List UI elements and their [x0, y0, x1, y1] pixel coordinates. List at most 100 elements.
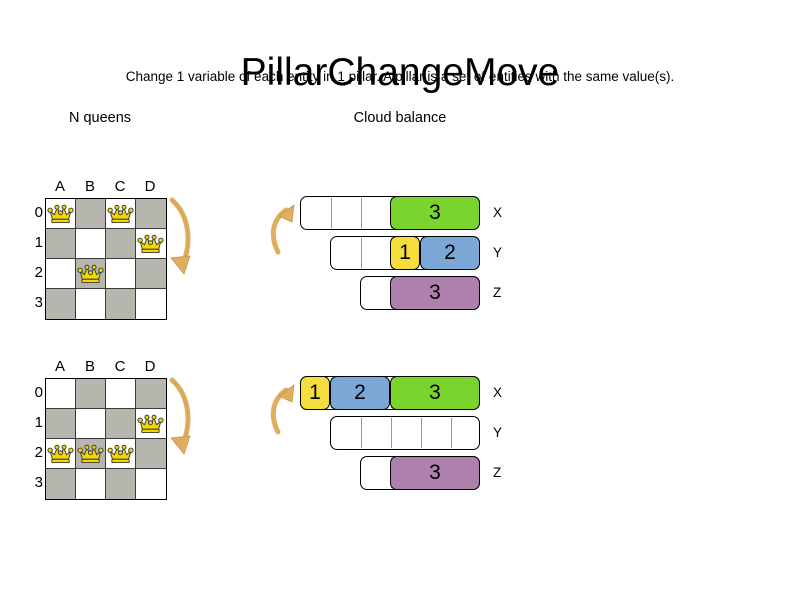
computer-label-z: Z	[493, 285, 502, 300]
file-label-c: C	[114, 178, 126, 195]
board-cell-D0[interactable]	[136, 199, 166, 229]
queen-icon[interactable]	[77, 442, 104, 466]
board-cell-C2[interactable]	[106, 439, 136, 469]
computer-label-y: Y	[493, 245, 503, 260]
process-block-3[interactable]: 3	[390, 196, 480, 230]
board-cell-A1[interactable]	[46, 409, 76, 439]
process-block-3[interactable]: 3	[390, 276, 480, 310]
process-block-2[interactable]: 2	[330, 376, 390, 410]
board-cell-D0[interactable]	[136, 379, 166, 409]
file-label-a: A	[54, 358, 65, 375]
rank-label-2: 2	[34, 444, 43, 461]
process-block-3[interactable]: 3	[390, 456, 480, 490]
file-label-b: B	[84, 358, 95, 375]
board-cell-B0[interactable]	[76, 379, 106, 409]
rank-label-0: 0	[34, 204, 43, 221]
computer-row-y: Y	[330, 416, 520, 450]
file-label-d: D	[144, 358, 156, 375]
computer-label-x: X	[493, 385, 503, 400]
board-cell-D1[interactable]	[136, 409, 166, 439]
queen-icon[interactable]	[47, 442, 74, 466]
section-caption-nqueens: N queens	[68, 110, 132, 126]
board-cell-D2[interactable]	[136, 259, 166, 289]
file-label-d: D	[144, 178, 156, 195]
board-cell-B2[interactable]	[76, 259, 106, 289]
capacity-tick	[391, 418, 392, 448]
board-file-labels: A B C D	[45, 358, 165, 376]
board-cell-B3[interactable]	[76, 289, 106, 319]
queen-icon[interactable]	[107, 202, 134, 226]
board-cell-C0[interactable]	[106, 379, 136, 409]
capacity-tick	[361, 418, 362, 448]
queen-icon[interactable]	[107, 442, 134, 466]
move-arrow-cloud-after	[270, 384, 295, 435]
board-cell-D2[interactable]	[136, 439, 166, 469]
board-cell-D3[interactable]	[136, 469, 166, 499]
board-cell-D3[interactable]	[136, 289, 166, 319]
board-cell-A1[interactable]	[46, 229, 76, 259]
process-block-1[interactable]: 1	[390, 236, 420, 270]
move-arrow-cloud-before	[270, 204, 295, 255]
queen-icon[interactable]	[137, 232, 164, 256]
rank-label-2: 2	[34, 264, 43, 281]
board-cell-B3[interactable]	[76, 469, 106, 499]
computer-label-z: Z	[493, 465, 502, 480]
board-cell-A0[interactable]	[46, 379, 76, 409]
capacity-tick	[451, 418, 452, 448]
board-cell-B1[interactable]	[76, 229, 106, 259]
rank-label-3: 3	[34, 294, 43, 311]
capacity-tick	[361, 238, 362, 268]
page-subtitle: Change 1 variable of each entity in 1 pi…	[125, 69, 675, 84]
queen-icon[interactable]	[77, 262, 104, 286]
board-cell-D1[interactable]	[136, 229, 166, 259]
process-block-2[interactable]: 2	[420, 236, 480, 270]
file-label-c: C	[114, 358, 126, 375]
computer-label-y: Y	[493, 425, 503, 440]
board-cell-B0[interactable]	[76, 199, 106, 229]
process-block-1[interactable]: 1	[300, 376, 330, 410]
board-rank-labels: 0 1 2 3	[30, 378, 45, 498]
board-cell-C2[interactable]	[106, 259, 136, 289]
computer-label-x: X	[493, 205, 503, 220]
file-label-b: B	[84, 178, 95, 195]
board-rank-labels: 0 1 2 3	[30, 198, 45, 318]
rank-label-0: 0	[34, 384, 43, 401]
chess-board	[45, 378, 167, 500]
board-cell-A3[interactable]	[46, 469, 76, 499]
move-arrow-board-after	[169, 377, 191, 455]
board-cell-A2[interactable]	[46, 259, 76, 289]
capacity-tick	[361, 198, 362, 228]
computer-capacity-track[interactable]	[330, 416, 480, 450]
board-cell-B1[interactable]	[76, 409, 106, 439]
page-title: PillarChangeMove	[240, 51, 560, 95]
board-cell-A2[interactable]	[46, 439, 76, 469]
board-cell-B2[interactable]	[76, 439, 106, 469]
board-cell-C1[interactable]	[106, 409, 136, 439]
board-cell-C1[interactable]	[106, 229, 136, 259]
chess-board	[45, 198, 167, 320]
file-label-a: A	[54, 178, 65, 195]
nqueens-board-before: A B C D 0 1 2 3	[30, 178, 260, 328]
move-arrow-board-before	[169, 197, 191, 275]
board-cell-C3[interactable]	[106, 469, 136, 499]
board-file-labels: A B C D	[45, 178, 165, 196]
board-cell-A0[interactable]	[46, 199, 76, 229]
board-cell-A3[interactable]	[46, 289, 76, 319]
board-cell-C3[interactable]	[106, 289, 136, 319]
nqueens-board-after: A B C D 0 1 2 3	[30, 358, 260, 508]
capacity-tick	[331, 198, 332, 228]
board-cell-C0[interactable]	[106, 199, 136, 229]
queen-icon[interactable]	[47, 202, 74, 226]
capacity-tick	[421, 418, 422, 448]
rank-label-1: 1	[34, 234, 43, 251]
section-caption-cloud: Cloud balance	[353, 110, 447, 126]
rank-label-3: 3	[34, 474, 43, 491]
queen-icon[interactable]	[137, 412, 164, 436]
rank-label-1: 1	[34, 414, 43, 431]
process-block-3[interactable]: 3	[390, 376, 480, 410]
